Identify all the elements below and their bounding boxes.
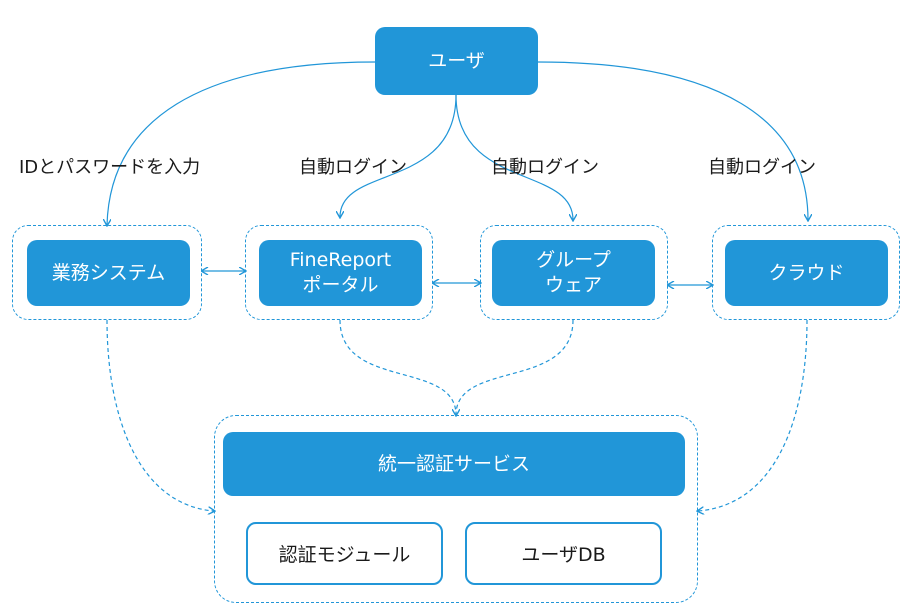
- auth-module-label: 認証モジュール: [278, 544, 411, 566]
- edge-user-to-cloud: [537, 61, 808, 220]
- auth-module-node: 認証モジュール: [246, 522, 443, 585]
- gyomu-system-label: 業務システム: [51, 261, 166, 284]
- cloud-node: クラウド: [725, 240, 888, 306]
- edge-user-to-gyomu: [107, 61, 376, 225]
- user-db-node: ユーザDB: [465, 522, 662, 585]
- auth-service-frame: [214, 415, 698, 603]
- edge-gyomu-to-auth: [106, 319, 214, 511]
- edge-user-to-portal: [340, 94, 457, 217]
- finereport-portal-label-2: ポータル: [302, 274, 379, 296]
- edge-portal-to-auth: [339, 319, 457, 416]
- user-node-label: ユーザ: [428, 49, 485, 72]
- gyomu-system-node: 業務システム: [27, 240, 190, 306]
- cloud-frame: [712, 225, 900, 320]
- groupware-node: グループ ウェア: [492, 240, 655, 306]
- user-db-label: ユーザDB: [521, 544, 606, 566]
- edge-groupware-to-auth: [456, 319, 574, 415]
- auth-service-node: 統一認証サービス: [223, 432, 685, 496]
- edge-label-auto-login-groupware: 自動ログイン: [491, 157, 599, 178]
- edge-label-auto-login-portal: 自動ログイン: [299, 157, 407, 178]
- auth-service-label: 統一認証サービス: [377, 452, 530, 475]
- edge-user-to-groupware: [455, 94, 573, 220]
- groupware-label-1: グループ: [536, 249, 611, 272]
- user-node: ユーザ: [375, 27, 538, 95]
- edge-label-id-password: IDとパスワードを入力: [19, 157, 201, 178]
- finereport-portal-label-1: FineReport: [289, 249, 392, 272]
- cloud-label: クラウド: [768, 261, 845, 284]
- edge-label-auto-login-cloud: 自動ログイン: [708, 157, 816, 178]
- groupware-frame: [480, 225, 668, 320]
- portal-frame: [245, 225, 433, 320]
- finereport-portal-node: FineReport ポータル: [259, 240, 422, 306]
- groupware-label-2: ウェア: [544, 274, 602, 296]
- gyomu-frame: [12, 225, 202, 320]
- edge-cloud-to-auth: [698, 319, 808, 511]
